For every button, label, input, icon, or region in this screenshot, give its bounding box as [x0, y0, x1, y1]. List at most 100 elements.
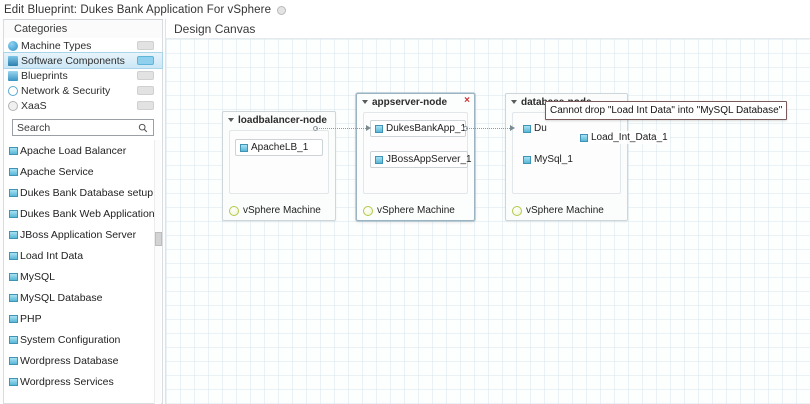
component-label: MySql_1 — [534, 154, 573, 165]
search-icon[interactable] — [138, 123, 148, 133]
software-component-icon — [240, 143, 248, 152]
software-component-icon — [9, 167, 18, 176]
window-titlebar: Edit Blueprint: Dukes Bank Application F… — [0, 0, 810, 19]
node-header[interactable]: loadbalancer-node — [223, 112, 335, 128]
category-item-software-components[interactable]: Software Components — [3, 52, 163, 69]
list-item[interactable]: MySQL Database — [4, 287, 162, 308]
gear-icon[interactable] — [277, 6, 287, 15]
design-canvas-panel: Design Canvas loadbalancer-node ApacheLB… — [165, 19, 810, 404]
category-badge — [137, 101, 154, 110]
component-apachelb-1[interactable]: ApacheLB_1 — [235, 139, 323, 156]
software-component-icon — [375, 155, 383, 164]
category-item-machine-types[interactable]: Machine Types — [4, 38, 162, 53]
cannot-drop-tooltip: Cannot drop "Load Int Data" into "MySQL … — [545, 101, 788, 120]
vsphere-machine-icon — [229, 205, 239, 216]
connector-appserver-to-database[interactable] — [463, 125, 516, 131]
software-component-icon — [9, 335, 18, 344]
component-label: Dukes Bank Web Application — [20, 207, 155, 220]
scrollbar-thumb[interactable] — [155, 232, 162, 246]
node-machine[interactable]: vSphere Machine — [363, 205, 455, 216]
list-item[interactable]: MySQL — [4, 266, 162, 287]
machine-label: vSphere Machine — [243, 205, 321, 216]
software-component-icon — [9, 293, 18, 302]
category-item-network-security[interactable]: Network & Security — [4, 83, 162, 98]
component-label: JBossAppServer_1 — [386, 154, 472, 165]
palette-scrollbar[interactable] — [154, 140, 162, 404]
connector-lb-to-appserver[interactable] — [313, 125, 372, 131]
component-label: Du — [534, 123, 547, 134]
component-label: MySQL Database — [20, 291, 103, 304]
machine-types-icon — [8, 40, 18, 51]
machine-label: vSphere Machine — [526, 205, 604, 216]
list-item[interactable]: Wordpress Services — [4, 371, 162, 392]
list-item[interactable]: Load Int Data — [4, 245, 162, 266]
list-item[interactable]: System Configuration — [4, 329, 162, 350]
category-item-blueprints[interactable]: Blueprints — [4, 68, 162, 83]
software-component-icon — [9, 251, 18, 260]
list-item[interactable]: JBoss Application Server — [4, 224, 162, 245]
search-box[interactable] — [12, 119, 154, 136]
node-machine[interactable]: vSphere Machine — [512, 205, 604, 216]
software-component-icon — [375, 124, 383, 133]
chevron-down-icon[interactable] — [362, 100, 368, 104]
software-component-icon — [580, 133, 588, 142]
category-badge — [137, 71, 154, 80]
palette-panel: Categories Machine Types Software Compon… — [3, 19, 163, 404]
component-label: Apache Service — [20, 165, 94, 178]
xaas-icon — [8, 100, 18, 111]
drag-ghost-load-int-data[interactable]: Load_Int_Data_1 — [578, 131, 670, 144]
component-label: DukesBankApp_1 — [386, 123, 467, 134]
software-components-icon — [8, 55, 18, 66]
software-component-icon — [9, 230, 18, 239]
list-item[interactable]: Wordpress Database — [4, 350, 162, 371]
component-dukesbankapp-1[interactable]: DukesBankApp_1 — [370, 120, 466, 137]
software-component-icon — [9, 356, 18, 365]
search-input[interactable] — [17, 121, 137, 134]
canvas-area[interactable]: loadbalancer-node ApacheLB_1 vSphere Mac… — [166, 39, 810, 404]
component-label: MySQL — [20, 270, 56, 283]
connector-line — [466, 128, 510, 129]
node-header[interactable]: appserver-node — [357, 94, 474, 110]
list-item[interactable]: Dukes Bank Database setup — [4, 182, 162, 203]
chevron-down-icon[interactable] — [511, 100, 517, 104]
software-component-icon — [9, 314, 18, 323]
component-label: Apache Load Balancer — [20, 144, 127, 157]
vsphere-machine-icon — [363, 205, 373, 216]
drag-ghost-label: Load_Int_Data_1 — [591, 132, 668, 143]
node-appserver[interactable]: appserver-node × DukesBankApp_1 JBossApp… — [356, 93, 475, 221]
component-label: Wordpress Services — [20, 375, 114, 388]
category-label: Blueprints — [21, 69, 68, 82]
list-item[interactable]: Apache Service — [4, 161, 162, 182]
component-jbossappserver-1[interactable]: JBossAppServer_1 — [370, 151, 472, 168]
close-icon[interactable]: × — [464, 95, 470, 106]
list-item[interactable]: Dukes Bank Web Application — [4, 203, 162, 224]
chevron-down-icon[interactable] — [228, 118, 234, 122]
canvas-header: Design Canvas — [166, 19, 810, 39]
software-component-icon — [9, 209, 18, 218]
category-list: Machine Types Software Components Bluepr… — [3, 38, 163, 113]
component-dukesbankdb[interactable]: Du — [519, 120, 559, 137]
node-body: Du MySql_1 — [512, 112, 621, 194]
category-badge — [137, 41, 154, 50]
component-label: PHP — [20, 312, 42, 325]
component-mysql-1[interactable]: MySql_1 — [519, 151, 581, 168]
category-badge — [137, 86, 154, 95]
node-title: appserver-node — [372, 96, 448, 108]
component-label: Dukes Bank Database setup — [20, 186, 154, 199]
category-label: Software Components — [21, 54, 125, 67]
software-component-icon — [9, 377, 18, 386]
category-badge — [137, 56, 154, 65]
list-item[interactable]: Apache Load Balancer — [4, 140, 162, 161]
software-component-icon — [9, 188, 18, 197]
category-label: Network & Security — [21, 84, 111, 97]
palette-header: Categories — [4, 20, 162, 38]
node-title: loadbalancer-node — [238, 114, 327, 126]
list-item[interactable]: PHP — [4, 308, 162, 329]
node-machine[interactable]: vSphere Machine — [229, 205, 321, 216]
component-list: Apache Load Balancer Apache Service Duke… — [4, 140, 162, 404]
software-component-icon — [9, 146, 18, 155]
component-label: ApacheLB_1 — [251, 142, 309, 153]
category-item-xaas[interactable]: XaaS — [4, 98, 162, 113]
software-component-icon — [523, 155, 531, 164]
